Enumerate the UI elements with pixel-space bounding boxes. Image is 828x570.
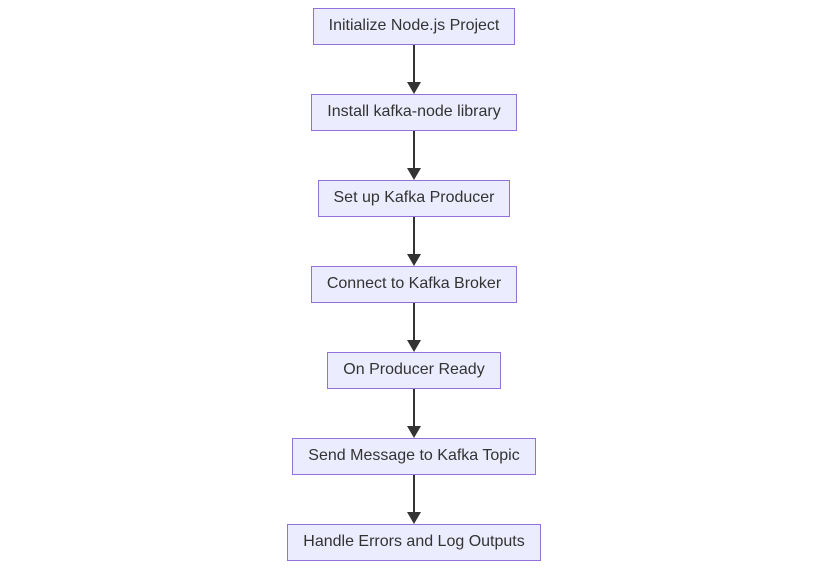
flowchart-node-initialize-project: Initialize Node.js Project xyxy=(312,8,516,45)
flowchart-node-connect-broker: Connect to Kafka Broker xyxy=(310,266,518,303)
flow-arrow-1 xyxy=(407,45,421,94)
flow-arrow-4 xyxy=(407,303,421,352)
flow-arrow-2 xyxy=(407,131,421,180)
arrow-line xyxy=(413,303,415,340)
flowchart-node-send-message: Send Message to Kafka Topic xyxy=(292,438,536,475)
flowchart-node-setup-producer: Set up Kafka Producer xyxy=(317,180,511,217)
arrow-line xyxy=(413,217,415,254)
arrowhead-down-icon xyxy=(407,426,421,438)
arrow-line xyxy=(413,45,415,82)
arrow-line xyxy=(413,131,415,168)
flow-arrow-5 xyxy=(407,389,421,438)
flow-arrow-3 xyxy=(407,217,421,266)
flowchart-node-producer-ready: On Producer Ready xyxy=(327,352,501,389)
arrowhead-down-icon xyxy=(407,340,421,352)
flowchart-node-handle-errors: Handle Errors and Log Outputs xyxy=(287,524,541,561)
arrowhead-down-icon xyxy=(407,254,421,266)
arrow-line xyxy=(413,389,415,426)
flowchart-node-install-library: Install kafka-node library xyxy=(311,94,517,131)
arrow-line xyxy=(413,475,415,512)
flow-arrow-6 xyxy=(407,475,421,524)
arrowhead-down-icon xyxy=(407,168,421,180)
arrowhead-down-icon xyxy=(407,82,421,94)
arrowhead-down-icon xyxy=(407,512,421,524)
